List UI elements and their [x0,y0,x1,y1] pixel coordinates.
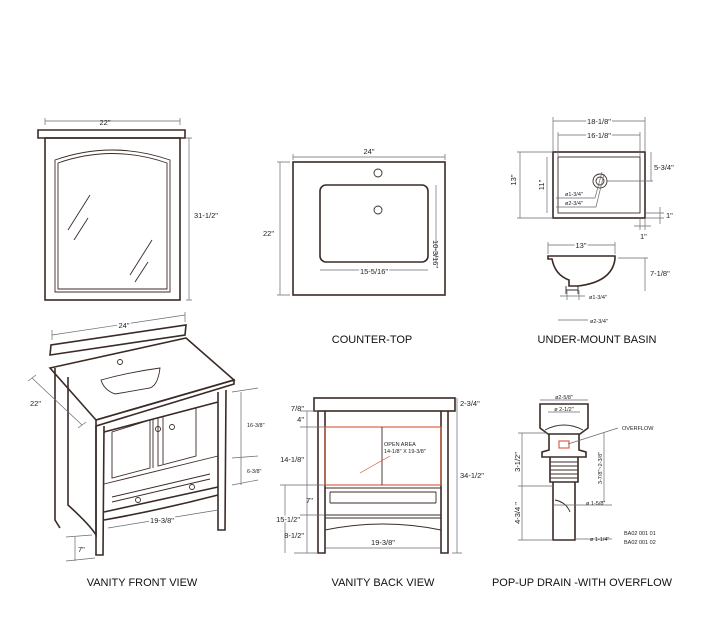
open-area-title: OPEN AREA [384,442,416,448]
back-lower-height-label: 15-1/2" [276,515,300,524]
back-total-height-label: 34-1/2" [460,471,484,480]
counter-width-label: 24" [363,147,374,156]
drain-model-1: BA02 001 01 [624,531,656,537]
drain-body-dia-label: ø 1-5/8" [586,501,605,507]
drain-cap-inner-label: ø 2-1/2" [554,407,573,413]
front-drawer-height-label: 6-3/8" [247,469,262,475]
basin-side-drain-small-label: ø1-3/4" [589,295,607,301]
back-open-height-label: 14-1/8" [280,455,304,464]
drain-upper-height-label: 3-1/2" [513,452,522,472]
basin-drain-small-label: ø1-3/4" [565,192,583,198]
basin-drain-large-label: ø2-3/4" [565,201,583,207]
basin-inner-depth-label: 11" [537,179,546,190]
front-depth-label: 22" [30,399,41,408]
back-top-thickness-label: 7/8" [291,404,304,413]
mirror-drawing: 22" 31-1/2" [37,118,218,301]
back-shelf-gap-label: 7" [306,496,313,505]
sink-width-label: 15-5/16" [360,267,388,276]
drain-overflow-label: OVERFLOW [622,426,654,432]
back-view-title: VANITY BACK VIEW [332,577,436,589]
front-inner-width-label: 19-3/8" [150,516,174,525]
mirror-width-label: 22" [99,118,110,127]
basin-side-drain-large-label: ø2-3/4" [590,319,608,325]
front-width-label: 24" [118,321,129,330]
basin-side-height-label: 7-1/8" [650,269,670,278]
front-leg-height-label: 7" [78,545,85,554]
vanity-front-drawing: 24" 22" 16-3/8" 6-3/8" 19-3/8" 7" VANITY… [27,312,265,589]
drain-drawing: ø2-5/8" ø 2-1/2" OVERFLOW 3-1/2" 4-3/4 "… [492,395,673,589]
drain-title: POP-UP DRAIN -WITH OVERFLOW [492,577,673,589]
basin-outer-width-label: 18-1/8" [587,117,611,126]
counter-depth-label: 22" [263,229,274,238]
drain-range-label: 3-7/8"~2-3/8" [598,452,604,484]
open-area-size: 14-1/8" X 19-3/8" [384,449,426,455]
drain-cap-outer-label: ø2-5/8" [555,395,573,401]
front-view-title: VANITY FRONT VIEW [87,577,198,589]
back-backsplash-label: 2-3/4" [460,399,480,408]
basin-rim-bottom-label: 1" [640,232,647,241]
front-door-height-label: 16-3/8" [247,423,265,429]
drain-model-2: BA02 001 02 [624,540,656,546]
mirror-height-label: 31-1/2" [194,211,218,220]
back-top-rail-label: 4" [297,415,304,424]
counter-top-drawing: 24" 22" 10-3/16" 15-5/16" COUNTER-TOP [263,147,446,346]
back-inner-width-label: 19-3/8" [371,538,395,547]
back-leg-height-label: 8-1/2" [284,531,304,540]
drain-lower-height-label: 4-3/4 " [513,502,522,524]
counter-top-title: COUNTER-TOP [332,334,412,346]
basin-side-width-label: 13" [575,241,586,250]
basin-inner-width-label: 16-1/8" [587,131,611,140]
basin-drain-offset-label: 5-3/4" [654,163,674,172]
drain-tail-dia-label: ø 1-1/4" [590,537,609,543]
basin-rim-side-label: 1" [666,211,673,220]
vanity-back-drawing: OPEN AREA 14-1/8" X 19-3/8" 7/8" 4" 14-1… [275,397,484,589]
basin-outer-depth-label: 13" [509,174,518,185]
sink-depth-label: 10-3/16" [431,240,440,268]
basin-drawing: 18-1/8" 16-1/8" 13" 11" 5-3/4" 1" 1" ø1-… [509,116,674,347]
basin-title: UNDER-MOUNT BASIN [538,334,657,346]
